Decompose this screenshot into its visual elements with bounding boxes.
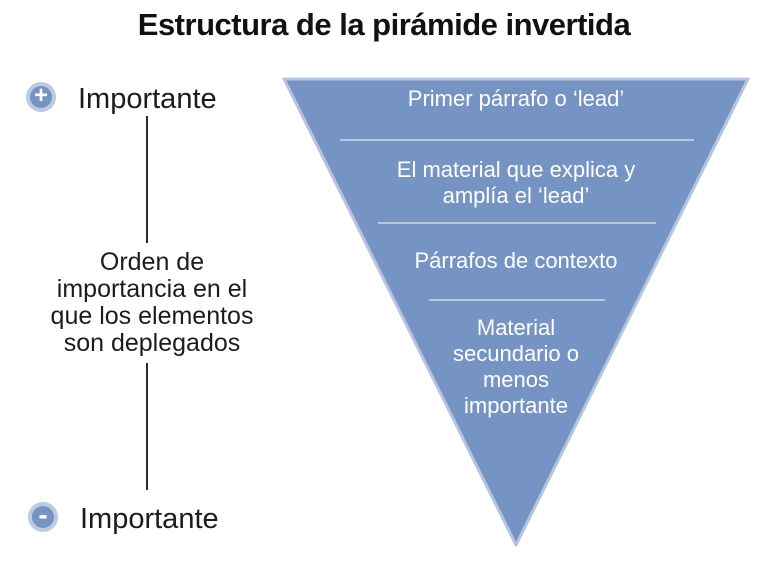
segment-line: Párrafos de contexto xyxy=(414,248,618,273)
pyramid-segment-secondary: Material secundario o menos importante xyxy=(436,315,596,419)
axis-line-lower xyxy=(146,363,148,490)
segment-line: Primer párrafo o ‘lead’ xyxy=(407,86,625,111)
pyramid-segment-lead: Primer párrafo o ‘lead’ xyxy=(316,86,716,112)
segment-line: secundario o xyxy=(453,341,579,366)
importance-order-description: Orden de importancia en el que los eleme… xyxy=(28,249,276,357)
importance-label-bottom: Importante xyxy=(80,503,219,535)
axis-line-upper xyxy=(146,116,148,243)
pyramid-segment-explaining-material: El material que explica y amplía el ‘lea… xyxy=(356,157,676,209)
segment-line: menos xyxy=(482,367,550,392)
segment-line: amplía el ‘lead’ xyxy=(442,183,590,208)
pyramid-shape xyxy=(282,77,750,547)
description-line: importancia en el xyxy=(56,275,248,303)
minus-icon-glyph: - xyxy=(38,498,48,530)
diagram-title: Estructura de la pirámide invertida xyxy=(137,7,631,42)
segment-line: Material xyxy=(476,315,556,340)
importance-label-top: Importante xyxy=(78,83,217,115)
segment-line: importante xyxy=(464,393,568,418)
plus-icon: + xyxy=(26,82,56,112)
minus-icon: - xyxy=(28,498,58,532)
description-line: que los elementos xyxy=(50,302,254,330)
segment-line: El material que explica y xyxy=(396,157,636,182)
description-line: Orden de xyxy=(99,248,205,276)
pyramid-segment-context: Párrafos de contexto xyxy=(366,248,666,274)
description-line: son deplegados xyxy=(63,329,241,357)
plus-icon-glyph: + xyxy=(33,82,48,109)
